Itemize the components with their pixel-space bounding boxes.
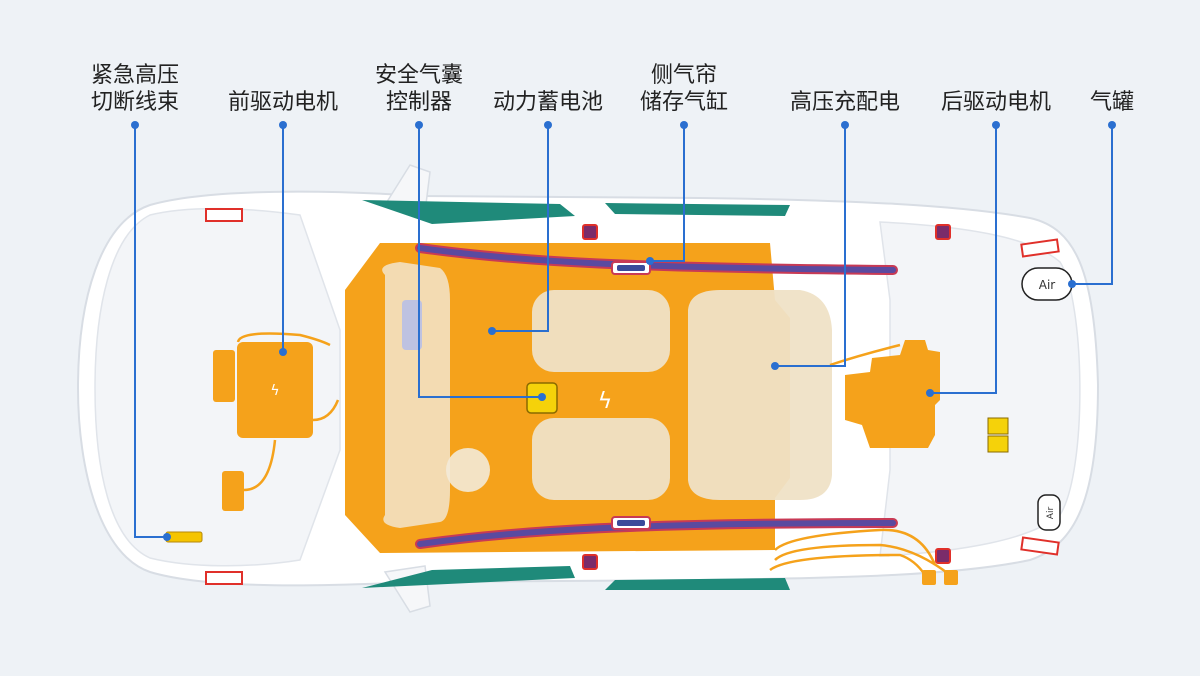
warning-marker-2 — [205, 571, 243, 585]
label-hv-dist: 高压充配电 — [789, 90, 901, 115]
curtain-airbag-bottom-inner — [417, 520, 896, 547]
front-hv-box — [213, 350, 235, 402]
label-curtain-cyl: 侧气帘 储存气缸 — [639, 63, 729, 115]
curtain-cylinder-bottom-core — [617, 520, 645, 526]
side-glass-front-bottom — [362, 566, 575, 588]
front-motor-hv-icon: ϟ — [270, 383, 279, 399]
side-glass-rear-top — [605, 203, 790, 216]
leader-endpoints — [131, 121, 1116, 541]
label-battery: 动力蓄电池 — [492, 90, 604, 115]
steering-wheel — [446, 448, 490, 492]
front-motor — [237, 342, 313, 438]
airbag-module-blue — [402, 300, 422, 350]
hv-cut-harness — [165, 531, 203, 543]
battery-hv-icon: ϟ — [598, 389, 613, 414]
seat-front-right — [532, 418, 670, 500]
rear-hv-box-1 — [922, 570, 936, 585]
label-rear-motor: 后驱动电机 — [940, 90, 1052, 115]
warning-marker-6 — [582, 554, 598, 570]
label-airbag-ctrl: 安全气囊 控制器 — [374, 63, 464, 115]
sensor-plate-1 — [987, 417, 1009, 435]
sensor-plate-2 — [987, 435, 1009, 453]
rear-motor — [845, 340, 940, 448]
dashboard — [382, 262, 450, 528]
air-tank-label: Air — [1039, 278, 1056, 292]
label-front-motor: 前驱动电机 — [227, 90, 339, 115]
car-trunk — [879, 221, 1081, 557]
leader-hv-dist — [775, 125, 846, 367]
front-hv-box-small — [222, 471, 244, 511]
warning-marker-5 — [582, 224, 598, 240]
warning-marker-7 — [935, 224, 951, 240]
air-tank-small-label: Air — [1046, 507, 1056, 520]
leader-curtain-cyl — [650, 125, 685, 262]
warning-marker-3 — [1020, 238, 1060, 258]
leader-airbag-ctrl — [418, 125, 542, 398]
seat-front-left — [532, 290, 670, 372]
leader-hv-cut — [134, 125, 167, 538]
warning-marker-8 — [935, 548, 951, 564]
leader-lines — [134, 125, 1113, 538]
side-glass-rear-bottom — [605, 578, 790, 590]
leader-battery — [492, 125, 549, 332]
curtain-cylinder-top-core — [617, 265, 645, 271]
air-tank-small — [1037, 494, 1061, 531]
label-gas-tank: 气罐 — [1089, 90, 1135, 115]
warning-marker-4 — [1020, 536, 1060, 556]
rear-hv-box-2 — [944, 570, 958, 585]
curtain-airbag-top-inner — [417, 245, 896, 273]
leader-rear-motor — [930, 125, 997, 394]
seat-rear-bench — [688, 290, 832, 500]
leader-gas-tank — [1072, 125, 1113, 285]
side-glass-front-top — [362, 200, 575, 224]
label-hv-cut: 紧急高压 切断线束 — [90, 63, 180, 115]
front-cable — [236, 332, 340, 492]
warning-marker-1 — [205, 208, 243, 222]
rear-cable — [769, 343, 951, 576]
